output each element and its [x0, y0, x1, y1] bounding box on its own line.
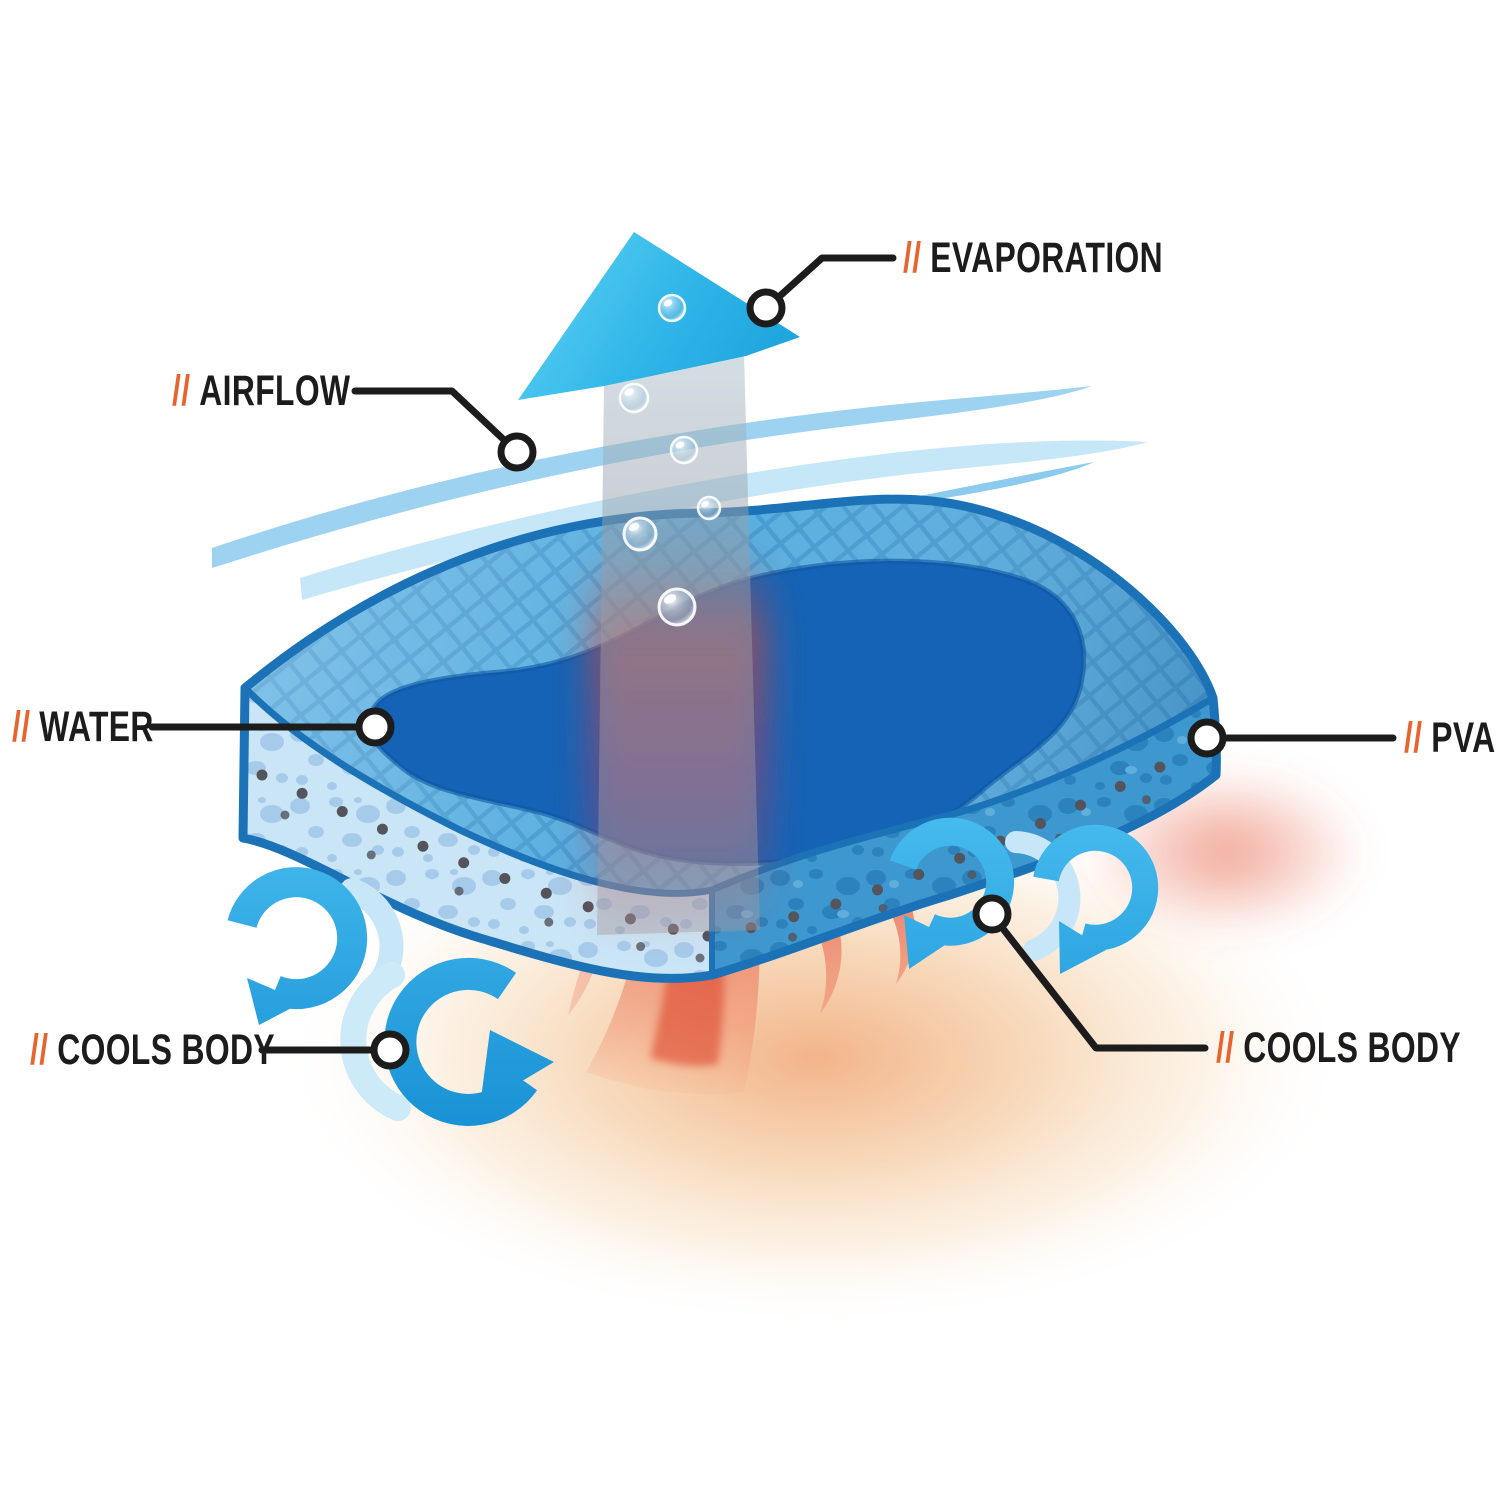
label-cools-body-left: // COOLS BODY: [30, 1028, 275, 1072]
leader-marker: [972, 894, 1012, 934]
label-cools-body-left-text: COOLS BODY: [57, 1025, 275, 1074]
accent-slashes: //: [1216, 1023, 1235, 1072]
airflow-wave: [212, 386, 1092, 568]
accent-slashes: //: [12, 702, 31, 751]
accent-slashes: //: [903, 233, 922, 282]
leader-line: [351, 387, 506, 442]
label-pva: // PVA: [1404, 716, 1495, 760]
arrow-shaft: [597, 354, 760, 935]
bubble: [696, 495, 722, 521]
swirl-arrowhead: [1059, 921, 1106, 974]
swirl-echo: [1005, 831, 1081, 961]
leader-marker: [370, 1030, 410, 1070]
towel-stitch-dots: [256, 742, 1204, 942]
swirl-arrowhead: [247, 978, 303, 1025]
connector-cools-body-left: [258, 1030, 410, 1070]
swirl-arrow-right-inner: [889, 817, 1015, 969]
leader-marker: [497, 432, 537, 472]
leader-marker: [746, 288, 786, 328]
connector-water: [148, 707, 395, 747]
evaporation-arrow: [518, 232, 800, 935]
bubble: [657, 587, 697, 627]
label-airflow: // AIRFLOW: [172, 369, 350, 413]
airflow-waves: [212, 386, 1148, 682]
bubble: [622, 516, 658, 552]
label-pva-text: PVA: [1431, 713, 1496, 762]
accent-slashes: //: [172, 366, 191, 415]
bubble: [657, 293, 687, 323]
leader-marker: [1187, 718, 1227, 758]
label-water: // WATER: [12, 705, 154, 749]
arrow-head: [518, 232, 800, 400]
label-airflow-text: AIRFLOW: [199, 366, 351, 415]
connector-cools-body-right: [972, 894, 1209, 1052]
bubble: [669, 435, 699, 465]
swirl-arrowhead: [904, 915, 954, 969]
swirl-arrow-upper-left: [227, 867, 368, 1025]
swirl-arrow-right-outer: [1033, 824, 1159, 974]
label-cools-body-right-text: COOLS BODY: [1243, 1023, 1461, 1072]
vapor-bubbles: [618, 293, 722, 627]
airflow-wave: [300, 440, 1148, 600]
connectors: [148, 254, 1397, 1070]
connector-evaporation: [746, 254, 897, 328]
accent-slashes: //: [1404, 713, 1423, 762]
towel-front-face: [243, 688, 712, 979]
label-water-text: WATER: [39, 702, 154, 751]
connector-pva: [1187, 718, 1397, 758]
accent-slashes: //: [30, 1025, 49, 1074]
bubble: [618, 382, 650, 414]
towel-stitch-dots: [280, 775, 1195, 963]
label-cools-body-right: // COOLS BODY: [1216, 1026, 1461, 1070]
swirl-echo: [340, 962, 411, 1121]
leader-line: [777, 254, 897, 299]
label-evaporation-text: EVAPORATION: [930, 233, 1164, 282]
connector-airflow: [351, 387, 537, 472]
leader-line: [1000, 926, 1209, 1052]
swirl-arrowhead: [480, 1030, 554, 1106]
leader-marker: [355, 707, 395, 747]
label-evaporation: // EVAPORATION: [903, 236, 1163, 280]
